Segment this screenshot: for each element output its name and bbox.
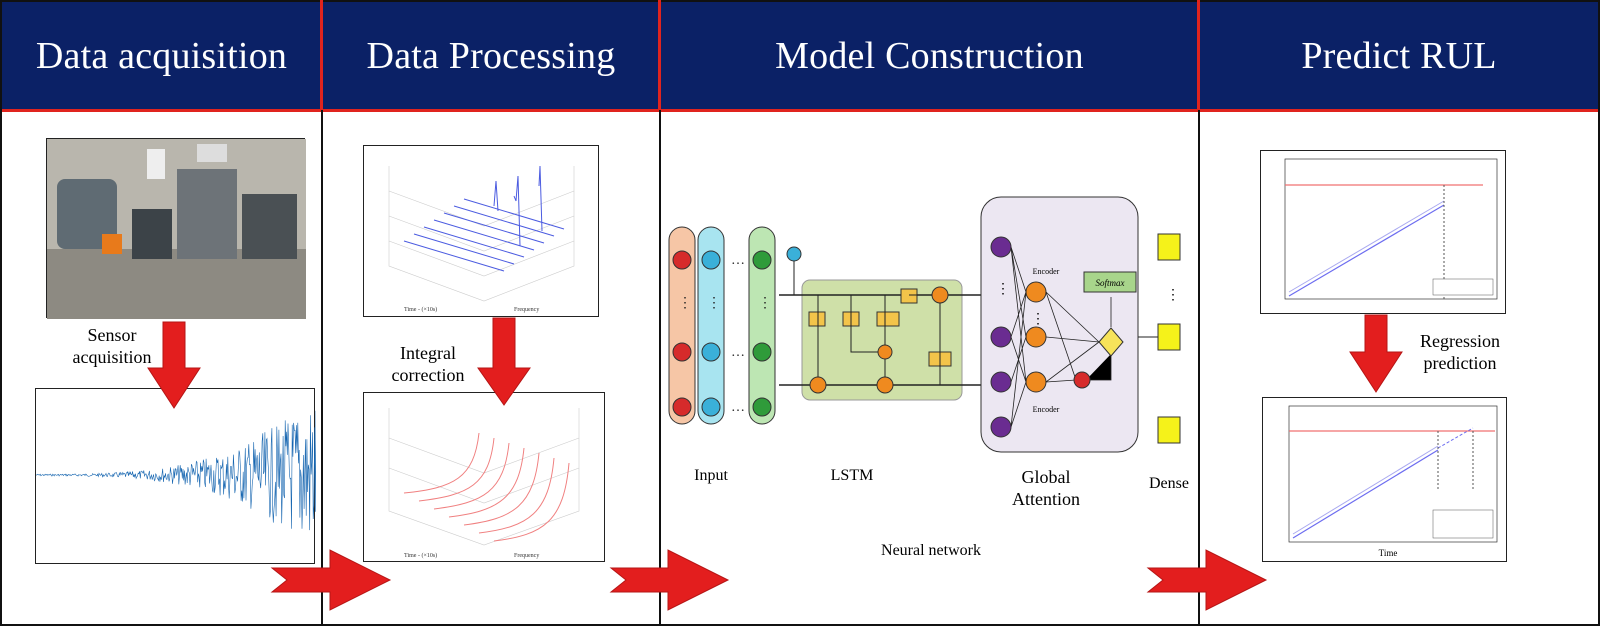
sensor-acquisition-label: Sensor acquisition (72, 325, 152, 367)
health-index-plot (1260, 150, 1506, 314)
rul-prediction-graph: Time (1288, 405, 1498, 558)
svg-text:⋮: ⋮ (1031, 312, 1045, 327)
dense-outputs: ⋮ (1138, 233, 1181, 444)
rul-prediction-plot: Time (1262, 397, 1507, 562)
header-data-acquisition: Data acquisition (2, 2, 321, 112)
header-title: Data acquisition (35, 34, 288, 77)
svg-text:⋮: ⋮ (707, 296, 721, 311)
header-model-construction: Model Construction (661, 2, 1198, 112)
lstm-label: LSTM (831, 467, 874, 484)
corrected-waterfall-plot: Time - (×10s) Frequency (363, 392, 605, 562)
test-rig-illustration (47, 139, 306, 319)
input-label: Input (694, 467, 728, 484)
panel-data-acquisition: Data acquisition Sensor acquisition (0, 0, 323, 626)
header-title: Data Processing (366, 34, 616, 77)
svg-text:Frequency: Frequency (514, 307, 539, 313)
svg-text:⋮: ⋮ (996, 282, 1010, 297)
svg-text:⋮: ⋮ (678, 296, 692, 311)
panel-predict-rul: Predict RUL Regression prediction Time (1198, 0, 1600, 626)
vibration-signal (36, 410, 316, 531)
svg-text:Time - (×10s): Time - (×10s) (404, 552, 437, 559)
regression-prediction-label: Regression prediction (1420, 331, 1500, 373)
dense-label: Dense (1149, 475, 1189, 492)
svg-text:Frequency: Frequency (514, 553, 539, 559)
header-predict-rul: Predict RUL (1200, 2, 1598, 112)
vibration-signal-plot (35, 388, 316, 564)
softmax-label: Softmax (1096, 278, 1125, 288)
panel-model-construction: Model Construction … … … ⋮ ⋮ ⋮ (659, 0, 1200, 626)
header-title: Predict RUL (1301, 34, 1497, 77)
time-axis-label: Time (1379, 548, 1398, 558)
svg-text:…: … (731, 400, 745, 415)
svg-text:⋮: ⋮ (758, 296, 772, 311)
header-divider (658, 0, 661, 110)
svg-text:…: … (731, 253, 745, 268)
input-columns: … … … ⋮ ⋮ ⋮ (668, 226, 802, 425)
integral-correction-label: Integral correction (391, 343, 465, 385)
svg-text:⋮: ⋮ (1166, 288, 1180, 303)
svg-text:Time - (×10s): Time - (×10s) (404, 306, 437, 313)
lstm-cell (779, 261, 986, 401)
panel-data-processing: Data Processing Time - (×10s) Frequency … (321, 0, 661, 626)
encoder-bottom-label: Encoder (1033, 405, 1060, 414)
signal-trace (36, 410, 316, 531)
raw-waterfall-plot: Time - (×10s) Frequency (363, 145, 599, 317)
neural-network-diagram: … … … ⋮ ⋮ ⋮ (668, 196, 1189, 559)
neural-network-label: Neural network (881, 542, 981, 559)
header-divider (320, 0, 323, 110)
global-attention-block: ⋮ ⋮ Softmax Encoder Encoder (980, 196, 1139, 453)
header-divider (1197, 0, 1200, 110)
svg-text:…: … (731, 345, 745, 360)
header-data-processing: Data Processing (323, 2, 659, 112)
health-index-graph (1284, 158, 1498, 300)
raw-waterfall-graph: Time - (×10s) Frequency (388, 165, 575, 313)
global-attention-label: Global Attention (1012, 467, 1080, 509)
corrected-waterfall-graph: Time - (×10s) Frequency (388, 408, 580, 559)
test-rig-photo (46, 138, 306, 319)
header-title: Model Construction (775, 34, 1084, 77)
encoder-top-label: Encoder (1033, 267, 1060, 276)
